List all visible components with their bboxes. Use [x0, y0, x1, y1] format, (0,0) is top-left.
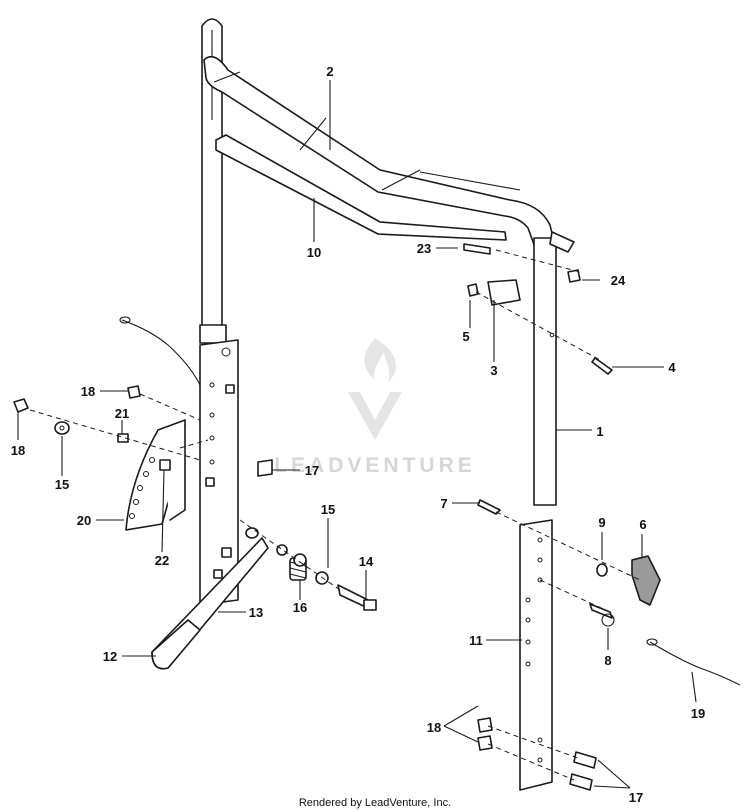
crossbar: [215, 134, 507, 241]
callout-17a: 17: [305, 463, 319, 478]
callout-18a: 18: [11, 443, 25, 458]
right-lower-bracket: [519, 519, 553, 791]
callout-3: 3: [490, 363, 497, 378]
callout-19: 19: [691, 706, 705, 721]
left-cable: [121, 319, 201, 386]
callout-7: 7: [440, 496, 447, 511]
callout-20: 20: [77, 513, 91, 528]
callout-8: 8: [604, 653, 611, 668]
callout-17b: 17: [629, 790, 643, 805]
callout-24: 24: [611, 273, 626, 288]
watermark-text: LEADVENTURE: [274, 454, 476, 477]
callout-9: 9: [598, 515, 605, 530]
footer-credit: Rendered by LeadVenture, Inc.: [299, 797, 451, 809]
right-upright: [533, 231, 575, 506]
left-upright: [199, 18, 227, 344]
callout-16: 16: [293, 600, 307, 615]
callout-1: 1: [596, 424, 603, 439]
hardware: [13, 243, 661, 791]
watermark-logo: [348, 338, 402, 440]
callout-13: 13: [249, 605, 263, 620]
callout-14: 14: [359, 554, 374, 569]
callout-23: 23: [417, 241, 431, 256]
leader-lines: [17, 80, 697, 789]
callout-5: 5: [462, 329, 469, 344]
callout-21: 21: [115, 406, 129, 421]
callout-2: 2: [326, 64, 333, 79]
left-lower-bracket: [199, 339, 239, 606]
callout-10: 10: [307, 245, 321, 260]
callout-22: 22: [155, 553, 169, 568]
lever-handle: [151, 537, 269, 670]
callout-labels: 2 10 23 24 5 3 4 1 17 7 9 6 15 14 16 13 …: [11, 64, 705, 805]
callout-15b: 15: [321, 502, 335, 517]
callout-4: 4: [668, 360, 676, 375]
right-cable: [649, 641, 741, 686]
callout-6: 6: [639, 517, 646, 532]
adjuster-plate: [125, 419, 186, 531]
callout-15a: 15: [55, 477, 69, 492]
callout-18b: 18: [81, 384, 95, 399]
assembly-lines: [29, 249, 641, 781]
callout-18c: 18: [427, 720, 441, 735]
callout-11: 11: [469, 633, 483, 648]
callout-12: 12: [103, 649, 117, 664]
